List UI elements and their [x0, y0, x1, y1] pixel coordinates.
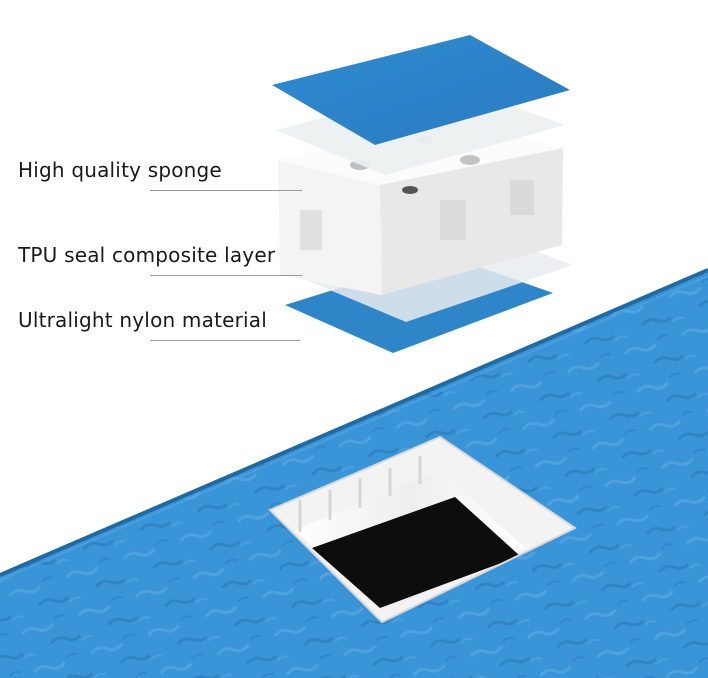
label-tpu-seal-layer: TPU seal composite layer — [18, 243, 276, 267]
leader-line-nylon — [150, 340, 300, 341]
leader-line-tpu — [150, 275, 302, 276]
mat-cutout — [268, 435, 577, 624]
label-high-quality-sponge: High quality sponge — [18, 158, 222, 182]
label-ultralight-nylon: Ultralight nylon material — [18, 308, 268, 332]
nylon-top-layer — [272, 35, 570, 145]
leader-line-sponge — [150, 190, 302, 191]
